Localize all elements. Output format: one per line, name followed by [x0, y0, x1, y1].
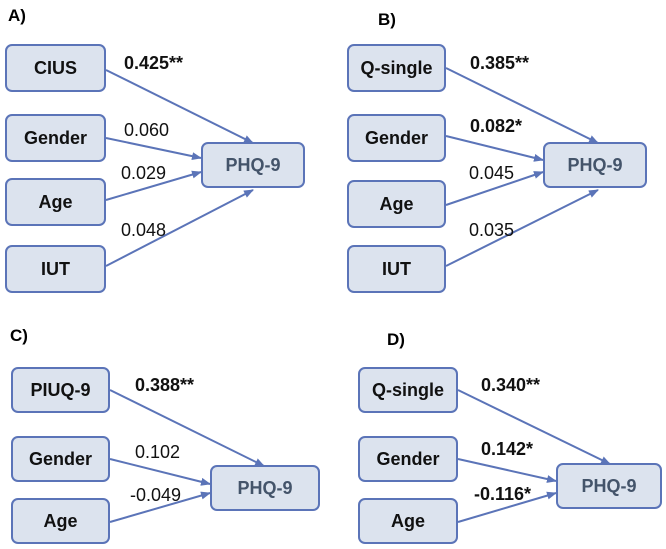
predictor-node-age: Age: [347, 180, 446, 228]
predictor-node-age: Age: [11, 498, 110, 544]
predictor-node-gender: Gender: [358, 436, 458, 482]
panel-label: C): [10, 326, 28, 345]
coef-gender: 0.102: [135, 442, 181, 462]
outcome-node-phq9: PHQ-9: [210, 465, 320, 511]
coef-qsingle: 0.385**: [470, 53, 530, 73]
coef-gender: 0.060: [124, 120, 170, 140]
predictor-node-piuq9: PIUQ-9: [11, 367, 110, 413]
edge-age-phq9: [105, 170, 202, 201]
edge-gender-phq9: [109, 458, 211, 486]
coef-iut: 0.035: [469, 220, 515, 240]
predictor-node-qsingle: Q-single: [358, 367, 458, 413]
predictor-node-cius: CIUS: [5, 44, 106, 92]
panel-label: A): [8, 6, 26, 25]
predictor-node-gender: Gender: [11, 436, 110, 482]
edge-qsingle-phq9: [457, 389, 611, 465]
coef-gender: 0.142*: [481, 439, 534, 459]
edge-qsingle-phq9: [445, 67, 599, 144]
outcome-node-phq9: PHQ-9: [543, 142, 647, 188]
edge-gender-phq9: [105, 137, 202, 161]
predictor-node-iut: IUT: [5, 245, 106, 293]
coef-gender: 0.082*: [470, 116, 523, 136]
coef-age: -0.116*: [474, 484, 532, 504]
panel-label: D): [387, 330, 405, 349]
edge-cius-phq9: [105, 69, 254, 144]
edge-piuq9-phq9: [109, 389, 265, 467]
coef-age: 0.029: [121, 163, 167, 183]
coef-cius: 0.425**: [124, 53, 184, 73]
edge-age-phq9: [457, 491, 557, 523]
predictor-node-gender: Gender: [5, 114, 106, 162]
panel-label: B): [378, 10, 396, 29]
outcome-node-phq9: PHQ-9: [556, 463, 662, 509]
coef-iut: 0.048: [121, 220, 167, 240]
edge-gender-phq9: [445, 135, 544, 162]
coef-qsingle: 0.340**: [481, 375, 541, 395]
predictor-node-qsingle: Q-single: [347, 44, 446, 92]
coef-age: -0.049: [130, 485, 182, 505]
predictor-node-gender: Gender: [347, 114, 446, 162]
coef-age: 0.045: [469, 163, 515, 183]
predictor-node-age: Age: [5, 178, 106, 226]
coef-piuq9: 0.388**: [135, 375, 195, 395]
edge-iut-phq9: [105, 189, 254, 267]
edge-age-phq9: [445, 171, 544, 206]
predictor-node-age: Age: [358, 498, 458, 544]
edge-iut-phq9: [445, 189, 599, 267]
edge-gender-phq9: [457, 458, 557, 483]
outcome-node-phq9: PHQ-9: [201, 142, 305, 188]
predictor-node-iut: IUT: [347, 245, 446, 293]
edge-age-phq9: [109, 491, 211, 523]
